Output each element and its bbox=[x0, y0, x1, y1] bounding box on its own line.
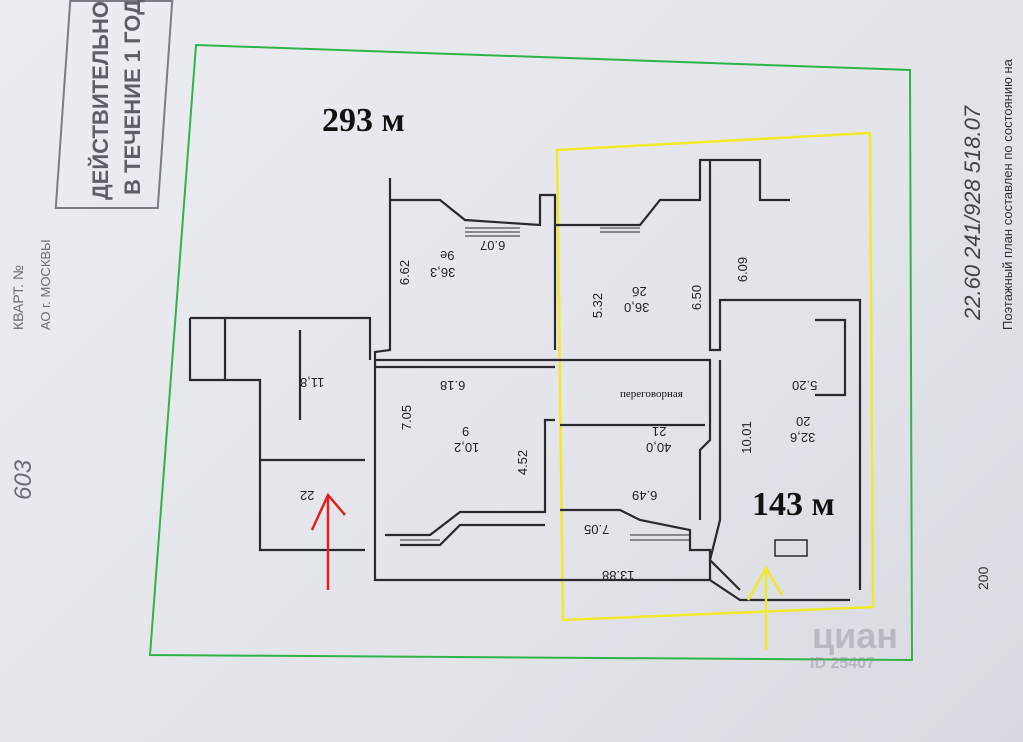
outer-boundary bbox=[148, 43, 914, 662]
room-num-9: 9 bbox=[462, 424, 470, 439]
dim-6: 5.32 bbox=[590, 292, 606, 319]
dim-4: 7.05 bbox=[399, 404, 415, 431]
room-num-20: 20 bbox=[796, 414, 811, 429]
dim-8: 6.09 bbox=[735, 256, 751, 283]
walls bbox=[188, 158, 862, 602]
total-area-label: 293 м bbox=[322, 102, 405, 139]
room-area-36-0: 36,0 bbox=[624, 300, 650, 315]
dim-12: 7.05 bbox=[584, 522, 610, 537]
watermark-logo: циан bbox=[812, 615, 899, 656]
room-num-22: 22 bbox=[300, 488, 315, 503]
window-hatches bbox=[400, 227, 690, 546]
meeting-room-label: переговорная bbox=[620, 388, 683, 400]
dim-9: 10.01 bbox=[738, 421, 754, 454]
room-num-2b: 2б bbox=[632, 284, 647, 299]
room-num-21: 21 bbox=[652, 424, 667, 439]
room-fixture bbox=[774, 539, 808, 557]
room-num-9e: 9е bbox=[440, 248, 455, 263]
dim-11: 6.49 bbox=[632, 488, 658, 503]
room-area-10-2: 10,2 bbox=[454, 440, 480, 455]
room-area-32-6: 32,6 bbox=[790, 430, 816, 445]
room-area-36-3: 36,3 bbox=[430, 265, 456, 280]
entrance-arrow-red bbox=[310, 492, 346, 590]
dim-1: 6.07 bbox=[480, 238, 506, 253]
room-area-11-8: 11,8 bbox=[300, 375, 325, 390]
dim-5: 4.52 bbox=[515, 449, 531, 476]
watermark-id: ID 25407 bbox=[810, 655, 875, 672]
entrance-arrow-yellow bbox=[746, 565, 784, 650]
room-area-40-0: 40,0 bbox=[646, 440, 672, 455]
dim-13: 13.88 bbox=[602, 568, 635, 583]
inner-boundary bbox=[555, 131, 875, 622]
dim-7: 6.50 bbox=[689, 284, 705, 311]
dim-10: 5.20 bbox=[792, 378, 818, 393]
dim-3: 6.18 bbox=[440, 378, 466, 393]
dim-2: 6.62 bbox=[397, 259, 413, 286]
part-area-label: 143 м bbox=[752, 486, 835, 523]
